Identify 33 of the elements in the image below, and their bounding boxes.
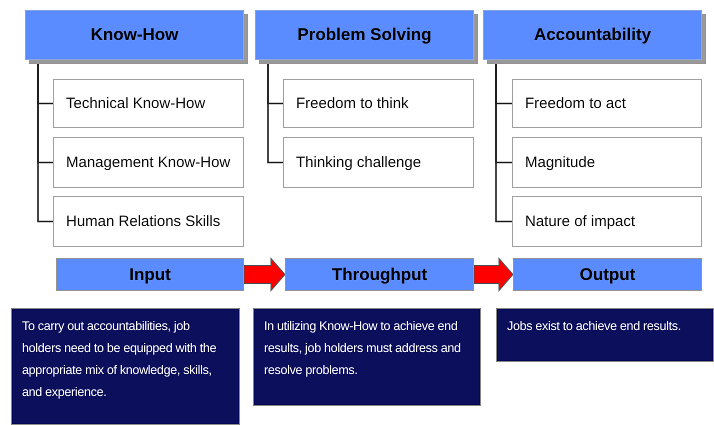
item-label: Management Know-How <box>66 154 230 172</box>
item-box <box>283 79 474 128</box>
heading-label: Problem Solving <box>297 25 432 45</box>
item-box <box>53 79 244 128</box>
description-box <box>11 308 240 425</box>
block-arrow <box>474 257 514 292</box>
item-label: Thinking challenge <box>296 154 422 172</box>
item-box <box>512 79 702 128</box>
item-label: Technical Know-How <box>66 94 206 112</box>
item-box <box>512 137 702 188</box>
item-label: Freedom to think <box>296 94 409 112</box>
item-box <box>283 137 474 188</box>
stage-bar <box>285 258 474 291</box>
item-box <box>53 196 244 247</box>
description-box <box>496 308 714 362</box>
description-box <box>253 308 481 406</box>
item-box <box>512 196 702 247</box>
item-label: Human Relations Skills <box>66 212 220 230</box>
stage-bar <box>56 258 244 291</box>
description-text: To carry out accountabilities, job holders need to be equipped with the appropriate mix of knowledge, skills, and experience. <box>22 318 218 401</box>
item-label: Freedom to act <box>525 94 626 112</box>
heading-label: Input <box>129 264 171 284</box>
item-box <box>53 137 244 188</box>
heading-label: Accountability <box>534 25 652 45</box>
heading-label: Output <box>580 264 636 284</box>
stage-bar <box>513 258 702 291</box>
heading-label: Know-How <box>90 25 178 45</box>
heading-label: Throughput <box>332 264 428 284</box>
item-label: Magnitude <box>525 154 596 172</box>
description-text: Jobs exist to achieve end results. <box>507 318 681 335</box>
block-arrow <box>244 257 286 292</box>
item-label: Nature of impact <box>525 212 636 230</box>
description-text: In utilizing Know-How to achieve end results, job holders must address and resolve problems. <box>264 318 462 379</box>
